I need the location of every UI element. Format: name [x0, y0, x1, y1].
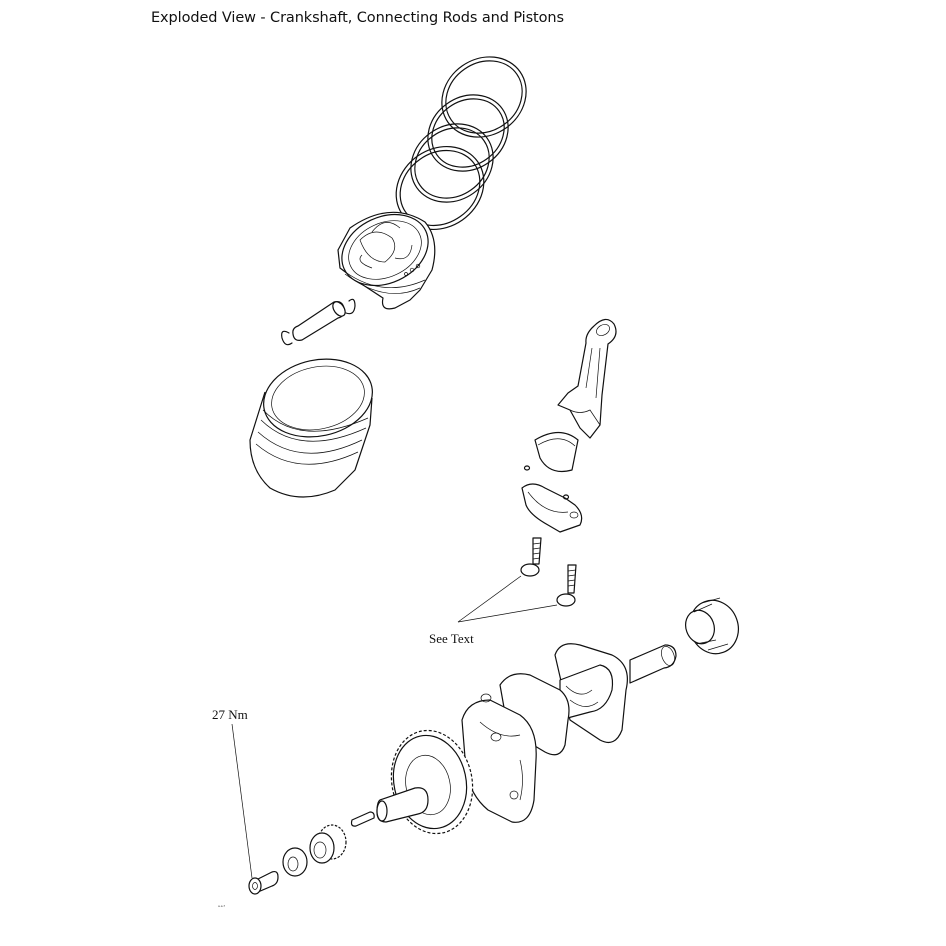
rod-bolt-left [520, 537, 542, 577]
torque-leader [231, 723, 253, 879]
washer [282, 847, 308, 877]
sprocket [309, 824, 347, 864]
connecting-rod-cap [521, 483, 583, 533]
circlip-right [345, 298, 356, 315]
woodruff-key [350, 811, 375, 827]
piston-pin [292, 301, 346, 341]
dowel-lower [562, 494, 570, 500]
circlip-left [281, 330, 293, 346]
connecting-rod [557, 318, 617, 439]
dowel-upper [523, 465, 531, 471]
see-text-leader-1 [457, 575, 522, 623]
roller-bearing [685, 597, 739, 655]
crank-gear [376, 729, 474, 835]
see-text-leader-2 [457, 604, 558, 623]
cylinder-liner [249, 358, 373, 498]
rod-bolt-right [556, 564, 577, 607]
torque-label: 27 Nm [212, 707, 248, 722]
piston [337, 211, 436, 310]
crankshaft [461, 643, 677, 823]
bearing-shell-upper [534, 431, 579, 473]
crank-bolt [248, 870, 279, 895]
see-text-label: See Text [429, 631, 474, 646]
reference-code: a·a·f [218, 904, 226, 908]
page-title: Exploded View - Crankshaft, Connecting R… [151, 10, 564, 26]
